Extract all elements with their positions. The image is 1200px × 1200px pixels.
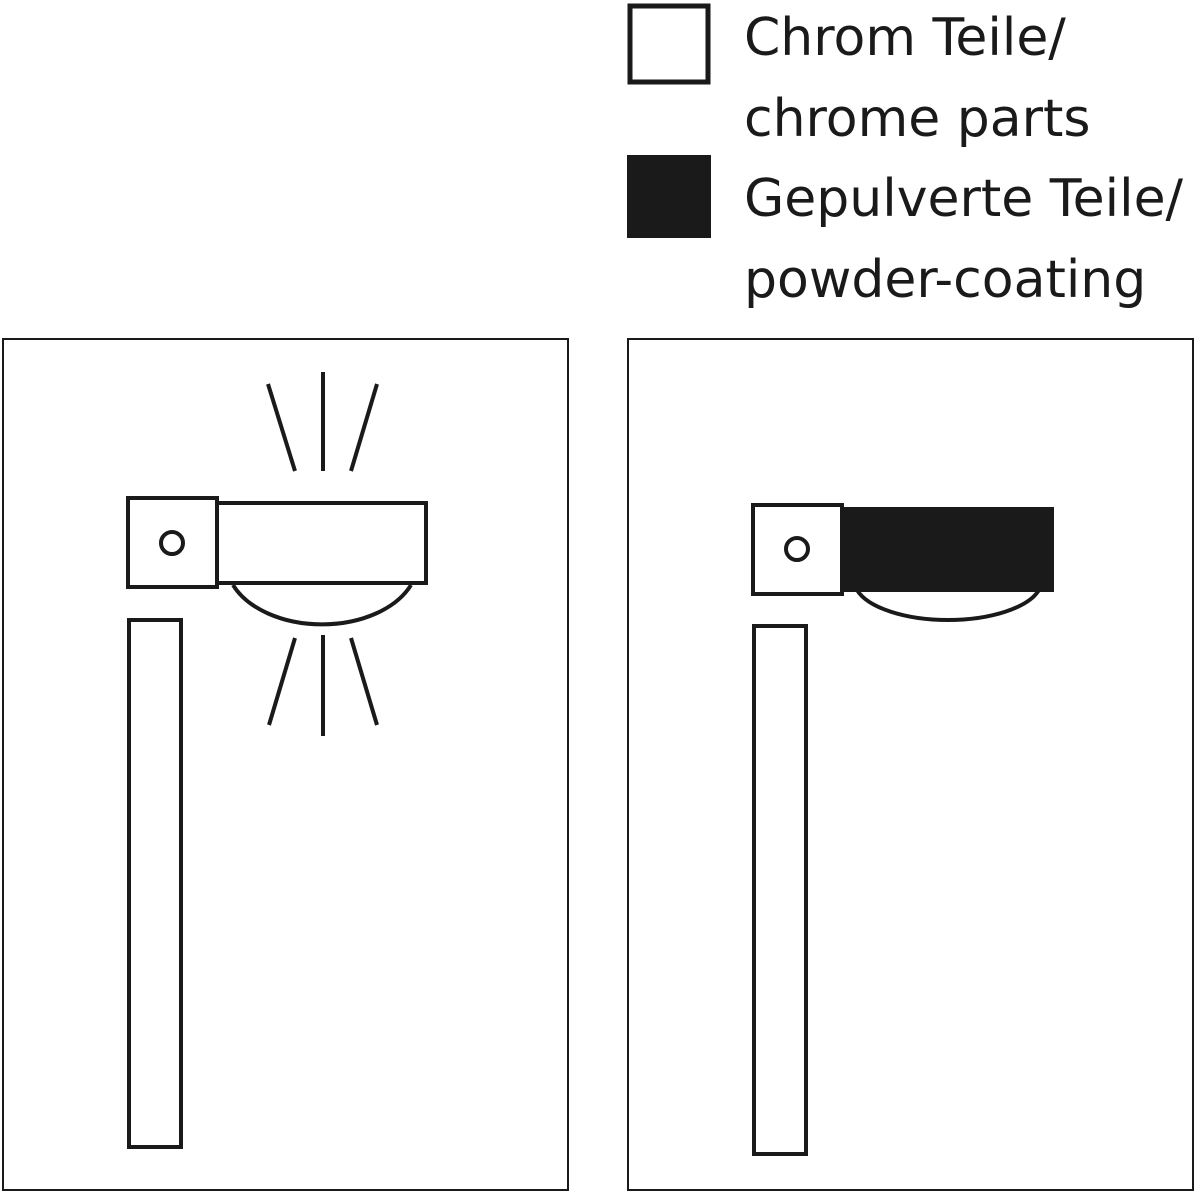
- mounting-post: [127, 618, 183, 1149]
- panel-powder: [627, 338, 1194, 1191]
- chrome-swatch-icon: [627, 3, 711, 85]
- legend: Chrom Teile/ chrome parts Gepulverte Tei…: [627, 3, 1184, 310]
- powder-swatch-icon: [627, 155, 711, 238]
- joint-block: [126, 496, 219, 589]
- lamp-shade: [231, 583, 413, 627]
- lamp-shade: [855, 588, 1041, 622]
- lamp-arm-powder: [840, 507, 1054, 592]
- light-rays-icon: [266, 372, 379, 736]
- legend-chrome-line2: chrome parts: [744, 89, 1091, 149]
- legend-powder-line2: powder-coating: [744, 250, 1146, 310]
- panel-chrome: [2, 338, 569, 1191]
- panel-frame: [627, 338, 1194, 1191]
- legend-item-powder: Gepulverte Teile/ powder-coating: [627, 155, 1184, 310]
- panel-frame: [2, 338, 569, 1191]
- joint-screw-icon: [159, 530, 185, 556]
- mounting-post: [752, 624, 808, 1156]
- legend-powder-line1: Gepulverte Teile/: [744, 169, 1184, 229]
- legend-chrome-line1: Chrom Teile/: [744, 8, 1066, 68]
- lamp-arm: [215, 501, 428, 585]
- joint-screw-icon: [784, 536, 810, 562]
- legend-item-chrome: Chrom Teile/ chrome parts: [627, 3, 1091, 149]
